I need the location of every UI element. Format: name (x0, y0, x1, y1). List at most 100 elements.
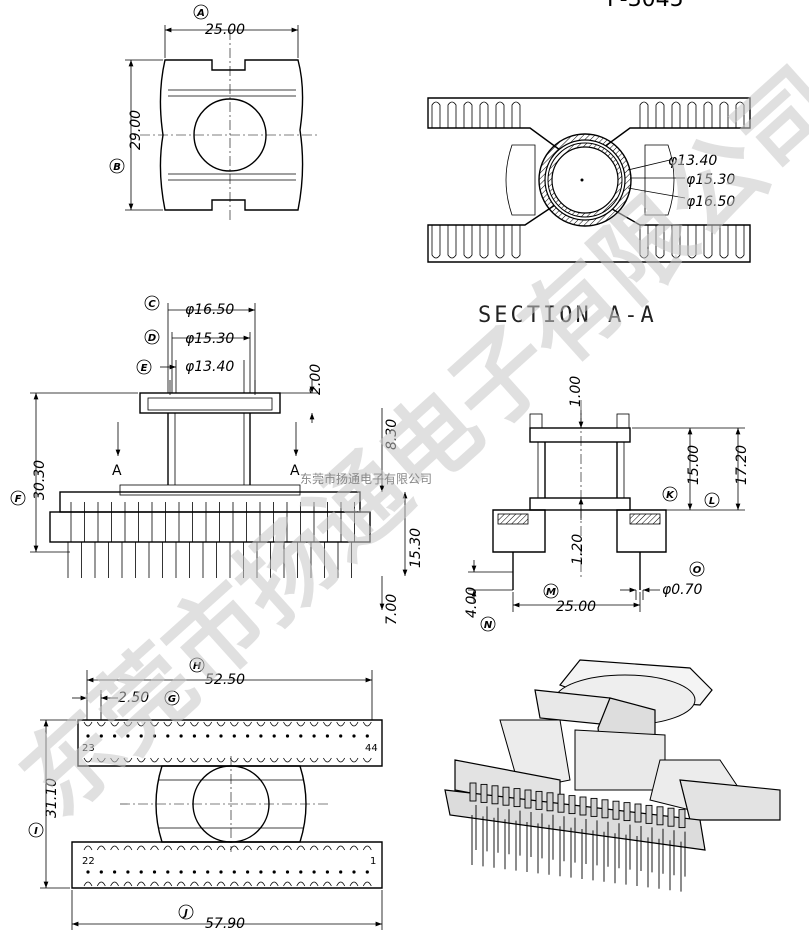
pin-hole (339, 870, 343, 874)
pin-hole (126, 870, 130, 874)
pin-hole (152, 870, 157, 874)
comb-notch (256, 757, 266, 763)
label-n: N (484, 620, 493, 631)
label-k: K (666, 490, 675, 501)
comb-notch (176, 721, 186, 727)
section-fin (719, 225, 729, 259)
pin-hole (232, 734, 236, 738)
section-fin (671, 101, 681, 128)
comb-notch (323, 845, 332, 851)
pin-hole (352, 870, 356, 874)
label-j: J (182, 908, 188, 919)
comb-notch (96, 721, 106, 727)
pin-hole (365, 734, 369, 738)
pin-hole (285, 870, 290, 874)
comb-notch (150, 881, 159, 887)
iso-fin (656, 806, 664, 826)
iso-fin (513, 788, 521, 808)
dim-i-value: 31.10 (44, 778, 60, 818)
comb-notch (123, 757, 133, 763)
comb-notch (190, 881, 199, 887)
isometric-view (444, 659, 781, 892)
comb-notch (176, 757, 186, 763)
label-h: H (193, 661, 202, 672)
comb-notch (216, 757, 226, 763)
pin-hole (272, 734, 276, 738)
section-fin (671, 225, 681, 259)
comb-notch (323, 757, 332, 763)
pin-hole (352, 734, 356, 738)
label-c: C (148, 299, 156, 310)
pin-hole (259, 734, 263, 738)
comb-notch (309, 881, 319, 887)
pin-hole (99, 870, 103, 874)
comb-notch (176, 881, 186, 887)
pin-hole (232, 870, 236, 874)
pin-hole (299, 870, 303, 874)
comb-notch (309, 845, 319, 851)
comb-notch (256, 845, 266, 851)
dim-d-value: φ15.30 (185, 331, 234, 347)
comb-notch (203, 721, 213, 727)
comb-notch (110, 721, 119, 727)
section-d1: φ13.40 (668, 153, 717, 169)
comb-notch (163, 721, 173, 727)
comb-notch (190, 721, 199, 727)
watermark-small-text: 东莞市扬通电子有限公司 (300, 471, 432, 486)
comb-notch (296, 757, 306, 763)
pin-hole (312, 734, 316, 738)
label-d: D (148, 333, 156, 344)
section-fin (511, 225, 521, 259)
comb-notch (362, 845, 372, 851)
comb-notch (349, 721, 359, 727)
section-title: SECTION A-A (478, 303, 657, 328)
section-fin (431, 225, 441, 259)
comb-notch (269, 721, 279, 727)
iso-fin (601, 799, 609, 819)
comb-notch (296, 721, 306, 727)
comb-notch (362, 721, 372, 727)
comb-notch (123, 881, 133, 887)
pin-hole (139, 870, 143, 874)
comb-notch (190, 757, 199, 763)
label-e: E (141, 363, 148, 374)
dim-15-value: 15.30 (408, 528, 424, 568)
pin-hole (339, 734, 343, 738)
comb-notch (229, 881, 239, 887)
end-dim-120: 1.20 (570, 534, 586, 565)
cut-right: A (290, 463, 300, 479)
comb-notch (296, 881, 306, 887)
end-dim-m: 25.00 (556, 599, 596, 615)
comb-notch (96, 881, 106, 887)
comb-notch (123, 845, 133, 851)
dim-a-value: 25.00 (205, 22, 245, 38)
comb-notch (136, 845, 146, 851)
section-fin (463, 225, 473, 259)
section-fin (735, 101, 745, 128)
dim-g-value: 2.50 (118, 690, 149, 706)
pin-hole (246, 870, 250, 874)
section-fin (703, 101, 713, 128)
bottom-view: 23 44 22 1 52.50 H 2.50 G 31.10 I 57.90 … (28, 657, 383, 932)
comb-notch (203, 881, 213, 887)
comb-notch (256, 721, 266, 727)
comb-notch (216, 721, 226, 727)
comb-notch (309, 721, 319, 727)
pin-hole (325, 734, 329, 738)
comb-notch (110, 845, 119, 851)
pin-hole (113, 870, 117, 874)
iso-fin (590, 797, 598, 817)
comb-notch (243, 721, 252, 727)
top-view: 25.00 A 29.00 B (109, 4, 318, 220)
comb-notch (269, 757, 279, 763)
label-l: L (709, 496, 715, 507)
watermark: 东莞市扬通电子有限公司 东莞市扬通电子有限公司 (0, 47, 809, 837)
section-d2: φ15.30 (686, 172, 735, 188)
comb-notch (256, 881, 266, 887)
section-fin (719, 101, 729, 128)
iso-fin (623, 802, 631, 822)
iso-fin (645, 804, 653, 824)
comb-notch (216, 845, 226, 851)
dim-j-value: 57.90 (205, 916, 245, 932)
comb-notch (83, 881, 93, 887)
